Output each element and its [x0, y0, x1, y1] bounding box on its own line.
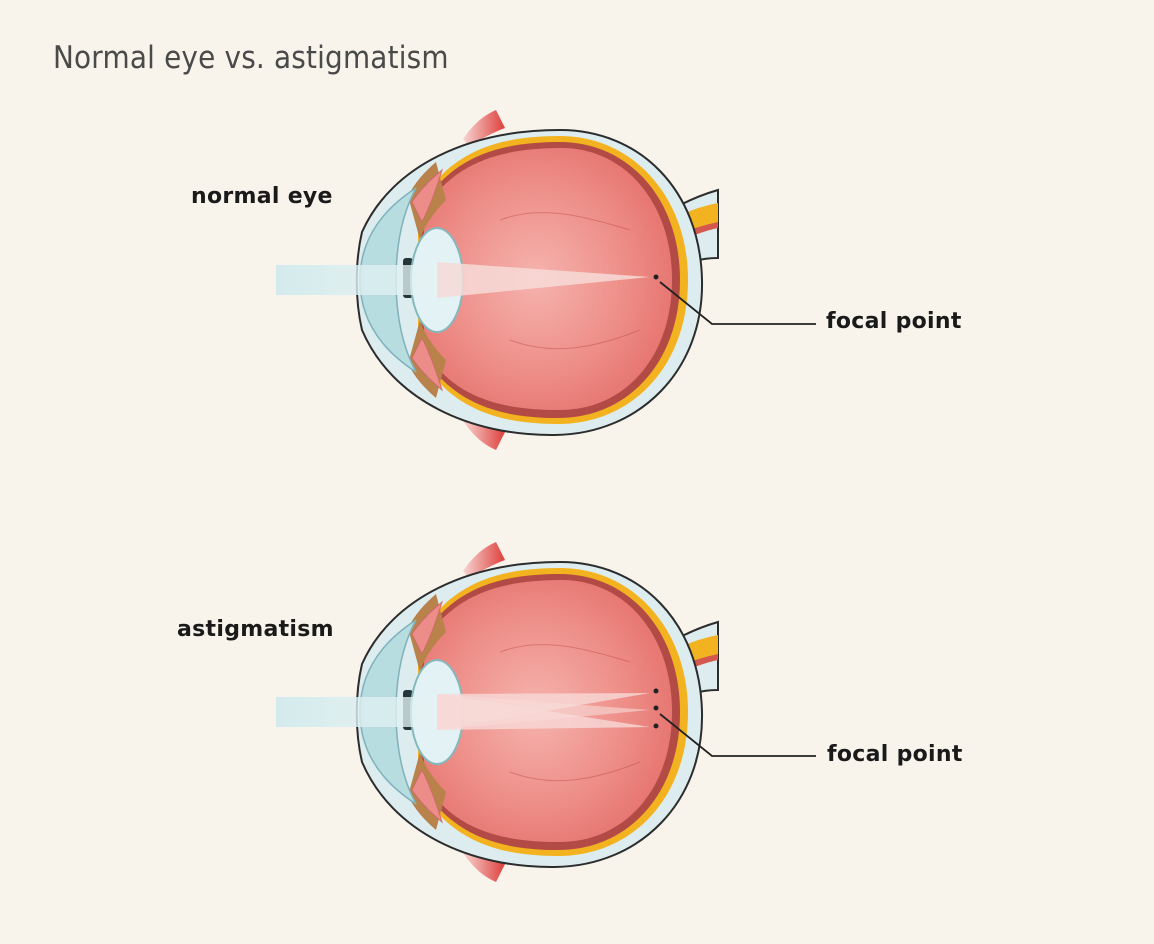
astigmatism-eye-diagram [276, 541, 816, 883]
refracted-beam [437, 262, 650, 298]
incoming-light-beam [276, 697, 437, 727]
normal-eye-diagram [276, 109, 816, 451]
focal-leader-line [659, 281, 816, 325]
focal-point-label: focal point [827, 742, 963, 767]
focal-point-dot [653, 688, 659, 694]
page-title: Normal eye vs. astigmatism [53, 40, 449, 76]
focal-leader-line [659, 713, 816, 757]
focal-point-label: focal point [826, 309, 962, 334]
focal-point-dot [653, 705, 659, 711]
refracted-beam [437, 694, 650, 730]
focal-point-dot [653, 723, 659, 729]
focal-point-dot [653, 274, 659, 280]
incoming-light-beam [276, 265, 437, 295]
normal-eye-label: normal eye [191, 184, 333, 209]
astigmatism-label: astigmatism [177, 617, 334, 642]
